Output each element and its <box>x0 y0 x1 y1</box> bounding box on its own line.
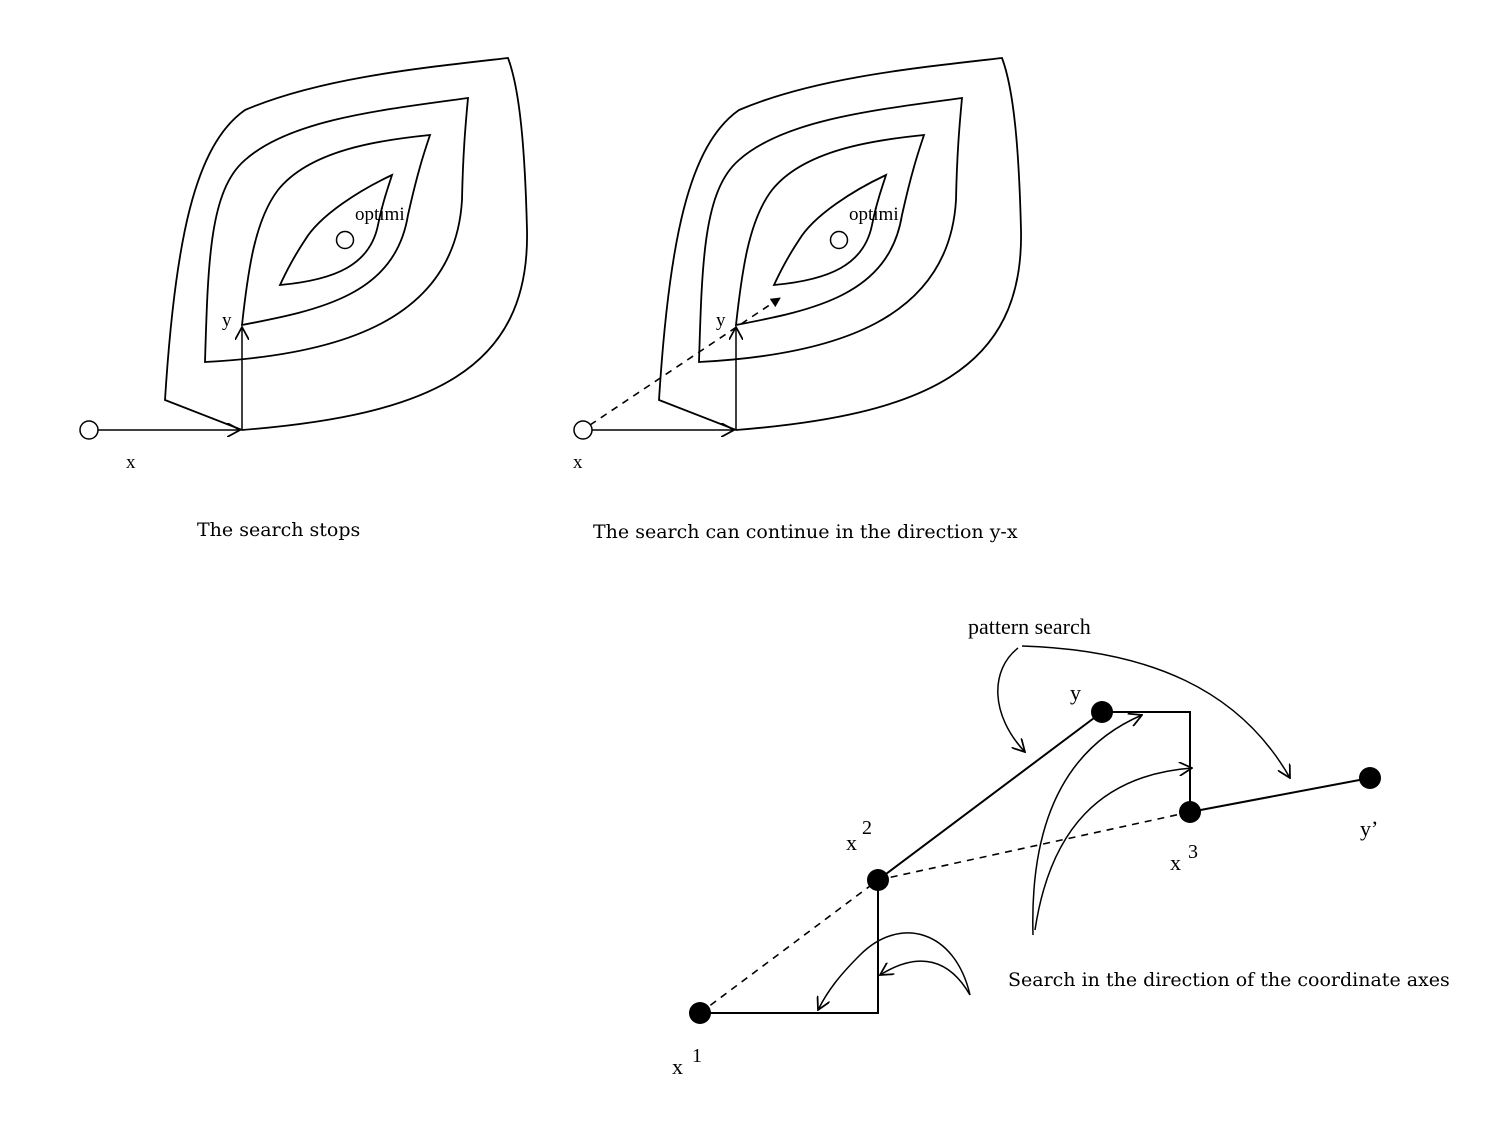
left-contour-panel: optimi y x <box>79 57 528 473</box>
right-contour-panel: optimi y x <box>573 57 1022 473</box>
point-x2-superscript: 2 <box>862 817 872 839</box>
x-point-label: x <box>126 452 136 473</box>
x-point-label: x <box>573 452 583 473</box>
coordinate-move-x1 <box>700 880 879 1014</box>
pattern-line-x1-x2 <box>699 879 879 1014</box>
coordinate-axes-pointer-1 <box>1032 715 1142 936</box>
contour-level-4 <box>278 173 394 287</box>
contour-level-2 <box>698 96 963 363</box>
coordinate-axes-label: Search in the direction of the coordinat… <box>1008 969 1450 991</box>
coordinate-move-y <box>1102 711 1191 812</box>
point-x1-superscript: 1 <box>692 1045 702 1067</box>
point-x1-label: x <box>672 1054 683 1079</box>
coordinate-axes-pointer-2 <box>1034 768 1192 931</box>
pattern-line-x2-x3 <box>877 811 1191 881</box>
contour-level-2 <box>204 96 469 363</box>
pattern-search-diagram: pattern search y y’ x 2 x 3 x 1 Search i… <box>672 614 1450 1079</box>
pattern-search-pointer-right <box>1021 645 1290 778</box>
pattern-search-label: pattern search <box>968 614 1091 639</box>
optimum-marker <box>829 230 849 250</box>
point-y <box>1091 701 1113 723</box>
start-point-x <box>573 420 593 440</box>
point-y-prime-label: y’ <box>1360 816 1378 841</box>
point-x2-label: x <box>846 830 857 855</box>
pattern-direction-arrow <box>589 297 781 426</box>
contour-level-4 <box>772 173 888 287</box>
coordinate-axes-pointer-4 <box>880 960 971 996</box>
point-x2 <box>867 869 889 891</box>
optimum-label: optimi <box>849 204 899 225</box>
coordinate-axes-pointer-3 <box>818 932 971 1010</box>
start-point-x <box>79 420 99 440</box>
contour-level-1 <box>164 57 528 431</box>
point-x3-superscript: 3 <box>1188 841 1198 863</box>
right-caption: The search can continue in the direction… <box>593 521 1018 543</box>
point-x3 <box>1179 801 1201 823</box>
point-x3-label: x <box>1170 850 1181 875</box>
pattern-move-x2-y <box>877 711 1103 881</box>
pattern-move-x3-yprime <box>1189 777 1371 813</box>
left-caption: The search stops <box>197 519 360 541</box>
point-y-prime <box>1359 767 1381 789</box>
contour-level-3 <box>734 133 926 327</box>
contour-level-1 <box>658 57 1022 431</box>
contour-level-3 <box>240 133 432 327</box>
y-point-label: y <box>716 310 726 331</box>
y-point-label: y <box>222 310 232 331</box>
point-y-label: y <box>1070 680 1081 705</box>
optimum-label: optimi <box>355 204 405 225</box>
point-x1 <box>689 1002 711 1024</box>
optimum-marker <box>335 230 355 250</box>
pattern-search-pointer-left <box>997 647 1025 752</box>
